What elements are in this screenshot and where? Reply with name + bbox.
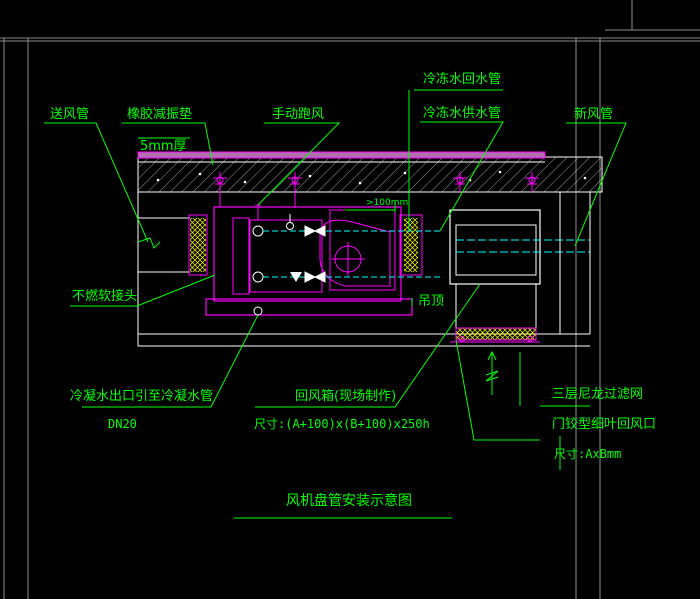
fresh-air-duct-label: 新风管 bbox=[574, 106, 613, 122]
return-air-box bbox=[449, 192, 591, 343]
chilled-water-pipes bbox=[252, 214, 440, 283]
leader-lines bbox=[44, 89, 627, 519]
chw-supply-label: 冷冻水供水管 bbox=[423, 105, 501, 121]
chw-return-label: 冷冻水回水管 bbox=[423, 71, 501, 87]
grille-label: 门铰型细叶回风口 bbox=[552, 417, 656, 432]
return-box-size-label: 尺寸:(A+100)x(B+100)x250h bbox=[254, 417, 430, 431]
flex-joint-label: 不燃软接头 bbox=[72, 288, 137, 304]
airflow-arrow-icon bbox=[485, 350, 499, 395]
manual-vent-label: 手动跑风 bbox=[272, 107, 324, 122]
clearance-label: >100mm bbox=[366, 198, 408, 208]
rubber-pad-label: 橡胶减振垫 bbox=[127, 106, 192, 122]
supply-air-duct bbox=[137, 214, 208, 276]
supply-duct-label: 送风管 bbox=[50, 107, 89, 122]
condensate-outlet bbox=[253, 306, 263, 316]
filter-label: 三层尼龙过滤网 bbox=[552, 387, 643, 402]
condensate-label: 冷凝水出口引至冷凝水管 bbox=[70, 388, 213, 404]
drawing-title: 风机盘管安装示意图 bbox=[286, 492, 412, 509]
rubber-isolator-pads bbox=[213, 172, 539, 192]
condensate-size-label: DN20 bbox=[108, 417, 137, 431]
grille-size-label: 尺寸:AxBmm bbox=[554, 447, 621, 461]
annotations: 送风管 橡胶减振垫 5mm厚 手动跑风 冷冻水回水管 冷冻水供水管 新风管 >1… bbox=[50, 71, 656, 509]
return-box-label: 回风箱(现场制作) bbox=[295, 388, 396, 404]
ceiling-slab bbox=[137, 151, 603, 193]
ceiling-label: 吊顶 bbox=[418, 294, 444, 309]
pad-thickness-label: 5mm厚 bbox=[140, 139, 187, 154]
